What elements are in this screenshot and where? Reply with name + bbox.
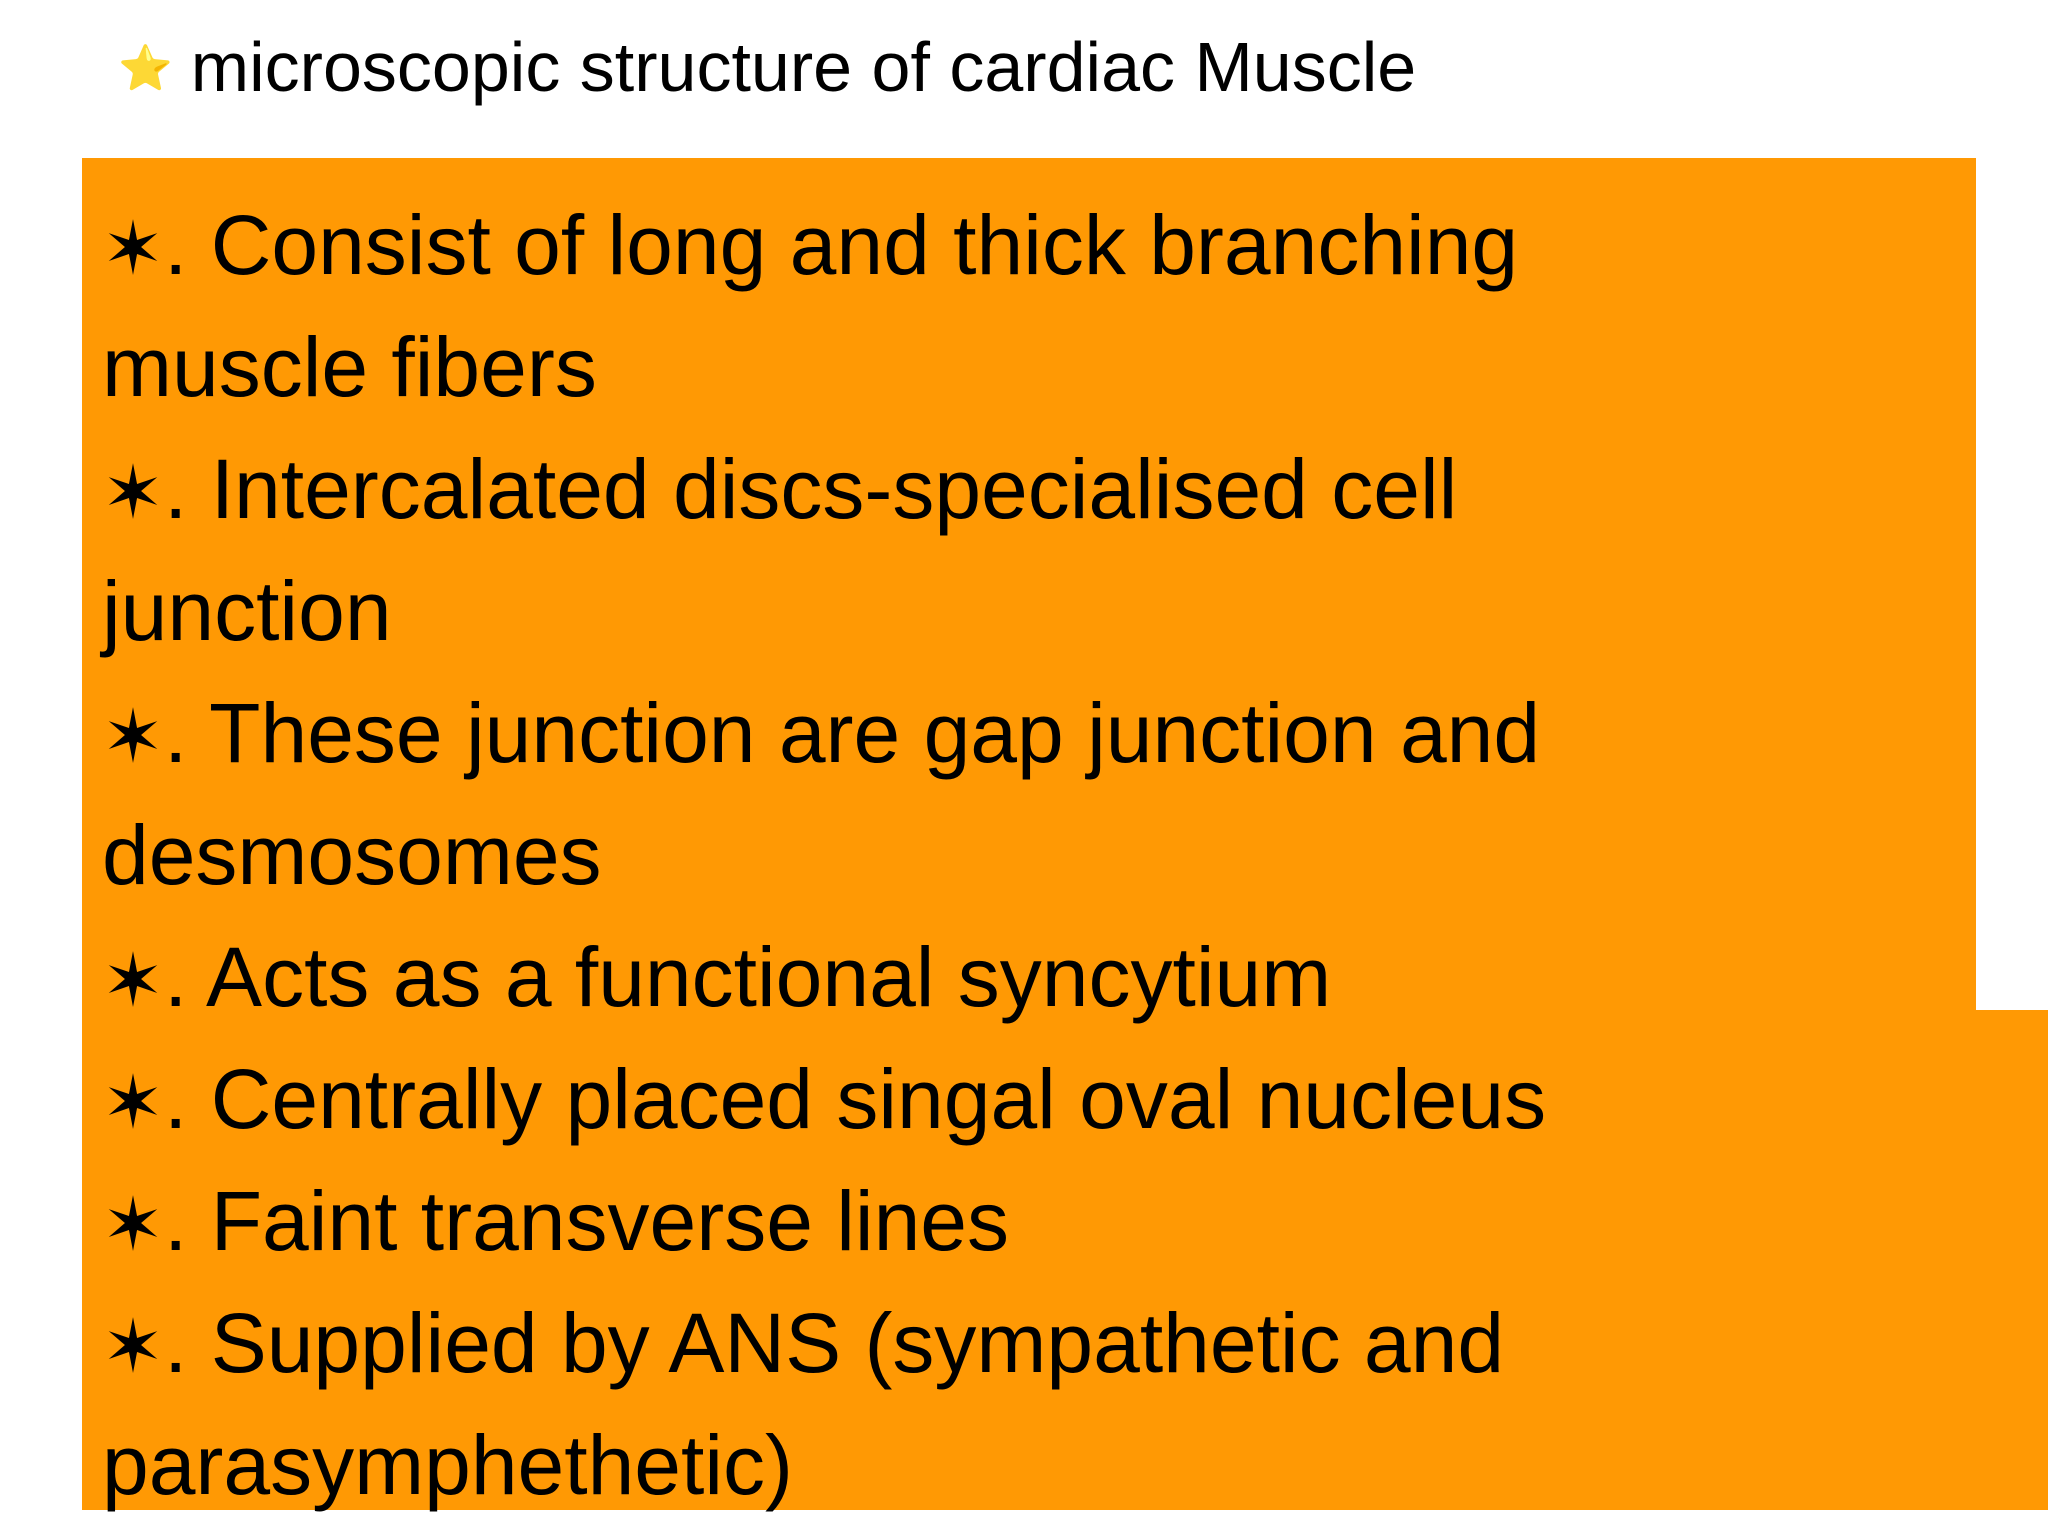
list-item: ✶. Centrally placed singal oval nucleus bbox=[102, 1038, 2032, 1160]
list-item: ✶. Intercalated discs-specialised cell bbox=[102, 428, 2032, 550]
list-item: ✶. Consist of long and thick branching bbox=[102, 184, 2032, 306]
asterisk-bullet-icon: ✶ bbox=[102, 1060, 165, 1146]
content-box-lower bbox=[82, 1010, 2048, 1510]
list-item-continuation: desmosomes bbox=[102, 794, 2032, 916]
list-item-continuation: muscle fibers bbox=[102, 306, 2032, 428]
list-item-text: . These junction are gap junction and bbox=[164, 686, 1541, 780]
asterisk-bullet-icon: ✶ bbox=[102, 1304, 165, 1390]
list-item: ✶. Supplied by ANS (sympathetic and bbox=[102, 1282, 2032, 1404]
list-item: ✶. Faint transverse lines bbox=[102, 1160, 2032, 1282]
asterisk-bullet-icon: ✶ bbox=[102, 938, 165, 1024]
list-item-text: . Supplied by ANS (sympathetic and bbox=[164, 1296, 1505, 1390]
list-item-text: parasymphethetic) bbox=[102, 1418, 793, 1512]
list-item-text: junction bbox=[102, 564, 392, 658]
list-item-text: muscle fibers bbox=[102, 320, 597, 414]
asterisk-bullet-icon: ✶ bbox=[102, 206, 165, 292]
list-item-text: . Faint transverse lines bbox=[164, 1174, 1010, 1268]
slide-title: ⭐ microscopic structure of cardiac Muscle bbox=[118, 22, 1416, 112]
list-item-text: . Centrally placed singal oval nucleus bbox=[164, 1052, 1547, 1146]
slide-title-text: microscopic structure of cardiac Muscle bbox=[190, 28, 1417, 106]
list-item-text: . Consist of long and thick branching bbox=[164, 198, 1519, 292]
list-item-text: desmosomes bbox=[102, 808, 602, 902]
list-item-text: . Intercalated discs-specialised cell bbox=[164, 442, 1458, 536]
list-item: ✶. These junction are gap junction and bbox=[102, 672, 2032, 794]
content-box-upper bbox=[82, 158, 1976, 1010]
list-item-text: . Acts as a functional syncytium bbox=[164, 930, 1332, 1024]
list-item-continuation: parasymphethetic) bbox=[102, 1404, 2032, 1526]
asterisk-bullet-icon: ✶ bbox=[102, 1182, 165, 1268]
star-icon: ⭐ bbox=[118, 44, 173, 93]
bullet-list: ✶. Consist of long and thick branching m… bbox=[102, 184, 2032, 1526]
asterisk-bullet-icon: ✶ bbox=[102, 450, 165, 536]
list-item-continuation: junction bbox=[102, 550, 2032, 672]
asterisk-bullet-icon: ✶ bbox=[102, 694, 165, 780]
list-item: ✶. Acts as a functional syncytium bbox=[102, 916, 2032, 1024]
